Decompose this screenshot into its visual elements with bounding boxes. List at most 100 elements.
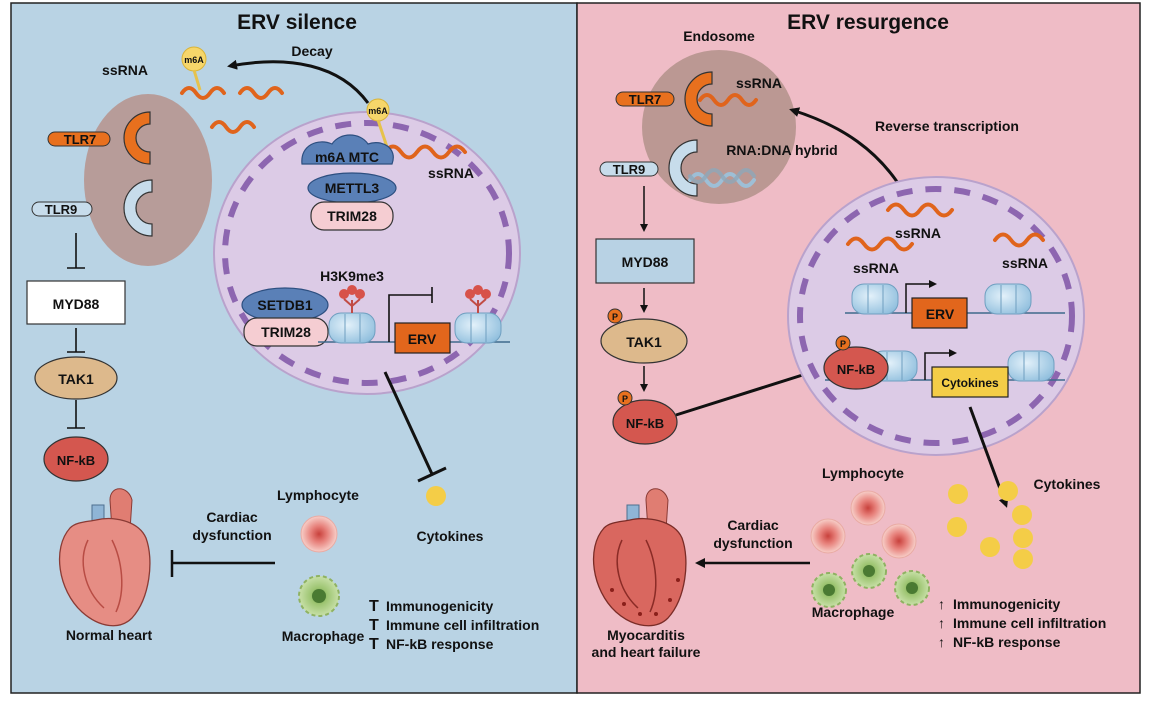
right-ssrna-endo-squiggle bbox=[698, 93, 758, 107]
left-effect-symbol-1: T bbox=[369, 598, 379, 615]
trim28-bottom bbox=[243, 317, 329, 347]
right-macrophage-label: Macrophage bbox=[812, 604, 895, 620]
left-erv-label: ERV bbox=[408, 331, 437, 347]
decay-arrow bbox=[227, 59, 370, 104]
left-tak1-label: TAK1 bbox=[58, 371, 94, 387]
right-tlr7: TLR7 bbox=[615, 71, 713, 127]
right-ssrna-b: ssRNA bbox=[853, 260, 899, 276]
left-promoter-block bbox=[388, 287, 433, 342]
right-tak1-phospho bbox=[607, 308, 623, 324]
right-ssrna-endo: ssRNA bbox=[736, 75, 782, 91]
right-effects: ↑ Immunogenicity ↑ Immune cell infiltrat… bbox=[938, 596, 1106, 650]
left-cytokine-dot bbox=[426, 486, 446, 506]
normal-heart-label: Normal heart bbox=[66, 627, 153, 643]
right-nfkb-nuclear-label: NF-kB bbox=[837, 362, 875, 377]
left-nucleosome-2 bbox=[454, 285, 502, 344]
right-nfkb-nuc-p: P bbox=[840, 339, 846, 349]
right-erv-box bbox=[911, 297, 968, 329]
left-cytokines-label: Cytokines bbox=[417, 528, 484, 544]
right-effect-2: Immune cell infiltration bbox=[953, 615, 1106, 631]
left-lymphocyte-label: Lymphocyte bbox=[277, 487, 359, 503]
left-ssrna-nuc: ssRNA bbox=[428, 165, 474, 181]
right-nfkb bbox=[612, 399, 678, 445]
left-macrophage-label: Macrophage bbox=[282, 628, 365, 644]
right-effect-symbol-3: ↑ bbox=[938, 634, 945, 650]
left-effect-3: NF-kB response bbox=[386, 636, 494, 652]
right-promoter-arrow-1 bbox=[905, 280, 937, 313]
right-nfkb-label: NF-kB bbox=[626, 416, 664, 431]
m6a-mtc-complex bbox=[301, 134, 394, 165]
right-effect-symbol-2: ↑ bbox=[938, 615, 945, 631]
right-nucleus-membrane bbox=[797, 186, 1075, 446]
h3k9me3-label: H3K9me3 bbox=[320, 268, 384, 284]
failing-heart-icon bbox=[592, 488, 687, 627]
myocarditis-line1: Myocarditis bbox=[607, 627, 685, 643]
right-ssrna-a: ssRNA bbox=[895, 225, 941, 241]
left-cardiac-line2: dysfunction bbox=[192, 527, 271, 543]
left-ssrna-top: ssRNA bbox=[102, 62, 148, 78]
right-myd88-label: MYD88 bbox=[622, 254, 669, 270]
left-nucleus-membrane bbox=[222, 120, 512, 386]
right-erv-label: ERV bbox=[926, 306, 955, 322]
setdb1-label: SETDB1 bbox=[257, 297, 312, 313]
left-tlr9-label: TLR9 bbox=[45, 202, 78, 217]
right-ssrna-squiggles bbox=[846, 202, 1045, 252]
myocarditis-line2: and heart failure bbox=[592, 644, 701, 660]
right-nfkb-p: P bbox=[622, 394, 628, 404]
right-tak1 bbox=[600, 318, 688, 364]
right-lymphocyte-label: Lymphocyte bbox=[822, 465, 904, 481]
left-myd88-box bbox=[26, 280, 126, 325]
left-tlr7: TLR7 bbox=[47, 111, 151, 165]
right-tak1-label: TAK1 bbox=[626, 334, 662, 350]
right-nucleosome-4 bbox=[1007, 350, 1055, 382]
right-tlr9: TLR9 bbox=[599, 139, 698, 197]
trim28-top bbox=[310, 201, 394, 231]
right-nfkb-nuclear bbox=[823, 346, 889, 390]
right-cytokines-label: Cytokines bbox=[1034, 476, 1101, 492]
left-nucleosome-1 bbox=[328, 285, 376, 344]
left-lymphocyte bbox=[300, 515, 338, 553]
left-inhibit-cytokines bbox=[383, 371, 434, 475]
left-ssrna-nuc-squiggle bbox=[383, 144, 467, 160]
right-promoter-arrow-2 bbox=[924, 349, 957, 380]
left-tak1 bbox=[34, 356, 118, 400]
left-tlr7-label: TLR7 bbox=[64, 132, 97, 147]
trim28-top-label: TRIM28 bbox=[327, 208, 377, 224]
nfkb-translocation-arrow bbox=[675, 369, 815, 417]
right-effect-1: Immunogenicity bbox=[953, 596, 1061, 612]
left-effect-1: Immunogenicity bbox=[386, 598, 494, 614]
left-cardiac-line1: Cardiac bbox=[206, 509, 258, 525]
right-macrophages bbox=[811, 553, 930, 608]
hybrid-label: RNA:DNA hybrid bbox=[726, 142, 837, 158]
right-effect-symbol-1: ↑ bbox=[938, 596, 945, 612]
left-myd88-label: MYD88 bbox=[53, 296, 100, 312]
mettl3-label: METTL3 bbox=[325, 180, 380, 196]
left-signal-chain bbox=[67, 233, 85, 429]
right-title: ERV resurgence bbox=[787, 11, 949, 34]
reverse-transcription-arrow bbox=[789, 107, 908, 197]
left-macrophage bbox=[298, 575, 340, 617]
normal-heart-icon bbox=[58, 488, 151, 627]
decay-label: Decay bbox=[291, 43, 332, 59]
left-title: ERV silence bbox=[237, 11, 357, 34]
right-cardiac-line1: Cardiac bbox=[727, 517, 779, 533]
right-endosome-label: Endosome bbox=[683, 28, 755, 44]
right-nucleosome-2 bbox=[984, 283, 1032, 315]
m6a-mtc-label: m6A MTC bbox=[315, 149, 379, 165]
right-tlr9-label: TLR9 bbox=[613, 162, 646, 177]
left-effect-symbol-3: T bbox=[369, 636, 379, 653]
left-m6a-small: m6A bbox=[368, 106, 388, 116]
right-tak1-p: P bbox=[612, 312, 618, 322]
left-effect-symbol-2: T bbox=[369, 617, 379, 634]
right-nfkb-phospho bbox=[617, 390, 633, 406]
right-cytokine-dots bbox=[947, 481, 1033, 569]
left-nfkb bbox=[43, 436, 109, 482]
right-lymphocytes bbox=[810, 490, 917, 559]
left-nfkb-label: NF-kB bbox=[57, 453, 95, 468]
trim28-bottom-label: TRIM28 bbox=[261, 324, 311, 340]
right-cytokines-box-label: Cytokines bbox=[941, 376, 999, 390]
reverse-label: Reverse transcription bbox=[875, 118, 1019, 134]
left-ssrna-squiggles bbox=[180, 86, 284, 134]
